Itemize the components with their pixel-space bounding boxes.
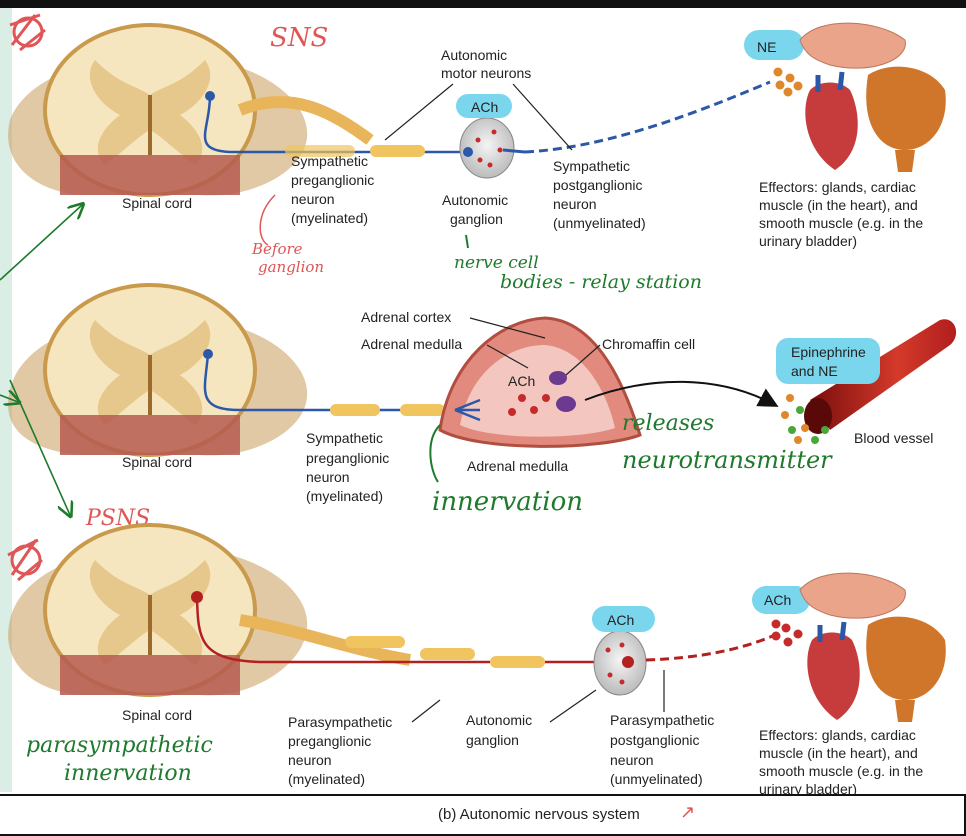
autonomic-ganglion-1	[459, 80, 771, 179]
annot-star-1-circle	[12, 16, 44, 48]
annot-para-innervation-1: parasympathetic	[26, 733, 213, 758]
ne-label-1: NE	[757, 39, 776, 55]
symp-post-label-1c: neuron	[553, 196, 597, 212]
symp-pre-label-1b: preganglionic	[291, 172, 374, 188]
ach-label-3: ACh	[607, 612, 634, 628]
annot-innervation: innervation	[432, 487, 583, 517]
spinal-cord-label-2: Spinal cord	[122, 454, 192, 470]
symp-preganglionic-neuron-2	[203, 349, 470, 416]
annot-star-2-circle	[10, 544, 42, 576]
chromaffin-label: Chromaffin cell	[602, 336, 695, 352]
para-pre-label-d: (myelinated)	[288, 771, 365, 787]
ach-highlight-3	[592, 606, 655, 632]
symp-pre-label-2c: neuron	[306, 469, 350, 485]
epinephrine-label-1: Epinephrine	[791, 344, 866, 360]
auto-ganglion-label-2a: Autonomic	[466, 712, 532, 728]
annot-before-1: Before	[251, 240, 303, 258]
para-preganglionic-neuron	[191, 591, 600, 668]
para-pre-label-a: Parasympathetic	[288, 714, 392, 730]
annot-before-2: ganglion	[258, 258, 324, 276]
auto-ganglion-label-1b: ganglion	[450, 211, 503, 227]
para-post-label-a: Parasympathetic	[610, 712, 714, 728]
annot-releases-2: neurotransmitter	[622, 446, 833, 474]
ach-label-2: ACh	[508, 373, 535, 389]
effectors-label-1c: smooth muscle (e.g. in the	[759, 215, 923, 231]
adrenal-cortex-label: Adrenal cortex	[361, 309, 451, 325]
symp-pre-label-2b: preganglionic	[306, 450, 389, 466]
symp-post-label-1b: postganglionic	[553, 177, 643, 193]
effectors-label-2c: smooth muscle (e.g. in the	[759, 763, 923, 779]
autonomic-ganglion-2	[593, 630, 776, 696]
symp-pre-label-1d: (myelinated)	[291, 210, 368, 226]
annot-innervation-pointer	[429, 424, 441, 483]
annot-nerve-pointer	[465, 234, 469, 249]
effectors-label-2a: Effectors: glands, cardiac	[759, 727, 916, 743]
auto-motor-label-1a: Autonomic	[441, 47, 507, 63]
para-post-label-b: postganglionic	[610, 732, 700, 748]
adrenal-medulla-caption: Adrenal medulla	[467, 458, 568, 474]
annot-caption-arrow-icon: ↗	[680, 802, 696, 822]
adrenal-cortex-pointer	[469, 317, 546, 339]
blood-vessel	[781, 319, 957, 444]
spinal-cord-3	[8, 523, 411, 697]
para-post-label-d: (unmyelinated)	[610, 771, 703, 787]
symp-post-label-1a: Sympathetic	[553, 158, 630, 174]
symp-pre-label-2a: Sympathetic	[306, 430, 383, 446]
auto-ganglion-label-2b: ganglion	[466, 732, 519, 748]
spinal-cord-label-3: Spinal cord	[122, 707, 192, 723]
annot-para-innervation-2: innervation	[64, 761, 192, 786]
effector-organs-1	[744, 22, 946, 172]
effectors-label-2d: urinary bladder)	[759, 781, 857, 797]
effectors-label-1b: muscle (in the heart), and	[759, 197, 918, 213]
figure-caption: (b) Autonomic nervous system	[438, 806, 640, 823]
para-pre-label-c: neuron	[288, 752, 332, 768]
spinal-cord-2	[8, 283, 308, 457]
symp-post-label-1d: (unmyelinated)	[553, 215, 646, 231]
effectors-label-1d: urinary bladder)	[759, 233, 857, 249]
annot-arrow-to-psns	[9, 379, 70, 515]
symp-pre-label-1a: Sympathetic	[291, 153, 368, 169]
spinal-cord-label-1: Spinal cord	[122, 195, 192, 211]
adrenal-gland	[438, 316, 642, 448]
chromaffin-pointer	[565, 344, 601, 376]
auto-ganglion-label-1a: Autonomic	[442, 192, 508, 208]
ach-highlight-1	[456, 94, 512, 118]
annot-nerve-1: nerve cell	[454, 253, 539, 273]
para-pre-label-b: preganglionic	[288, 733, 371, 749]
release-arrow	[584, 380, 779, 407]
caption-bar: (b) Autonomic nervous system ↗	[0, 794, 966, 836]
auto-ganglion-pointer	[549, 689, 597, 723]
effectors-label-2b: muscle (in the heart), and	[759, 745, 918, 761]
symp-pre-label-1c: neuron	[291, 191, 335, 207]
top-border	[0, 0, 966, 8]
symp-preganglionic-neuron-1	[203, 91, 460, 157]
adrenal-medulla-label: Adrenal medulla	[361, 336, 462, 352]
auto-motor-pointers	[384, 83, 573, 151]
spinal-cord-1	[8, 23, 374, 197]
annot-arrow-to-adrenal	[0, 395, 18, 402]
ach-label-1: ACh	[471, 99, 498, 115]
auto-motor-label-1b: motor neurons	[441, 65, 531, 81]
annot-arrow-to-sns	[0, 205, 82, 281]
epinephrine-label-2: and NE	[791, 363, 838, 379]
para-post-label-c: neuron	[610, 752, 654, 768]
annot-before-pointer	[259, 194, 276, 246]
annot-nerve-2: bodies - relay station	[500, 271, 702, 293]
ach-label-4: ACh	[764, 592, 791, 608]
blood-vessel-label: Blood vessel	[854, 430, 933, 446]
effector-organs-2	[752, 572, 946, 722]
adrenal-medulla-pointer	[486, 344, 529, 369]
effectors-label-1a: Effectors: glands, cardiac	[759, 179, 916, 195]
symp-pre-label-2d: (myelinated)	[306, 488, 383, 504]
epinephrine-highlight	[776, 338, 880, 384]
annot-sns: SNS	[270, 23, 328, 53]
para-pre-pointer	[411, 699, 441, 723]
annot-releases-1: releases	[622, 411, 714, 436]
